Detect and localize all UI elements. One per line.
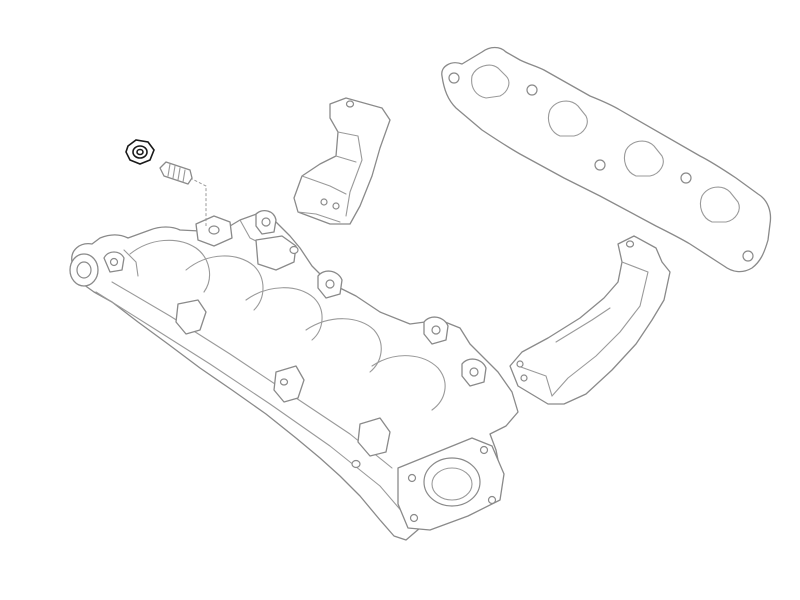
upper-support-bracket[interactable] (293, 97, 391, 225)
stud[interactable] (159, 161, 193, 185)
manifold-gasket[interactable] (441, 46, 772, 273)
intake-manifold[interactable] (69, 209, 519, 541)
stud-leader-line (189, 177, 207, 226)
lower-support-bracket[interactable] (509, 235, 671, 405)
nut[interactable] (125, 139, 155, 165)
